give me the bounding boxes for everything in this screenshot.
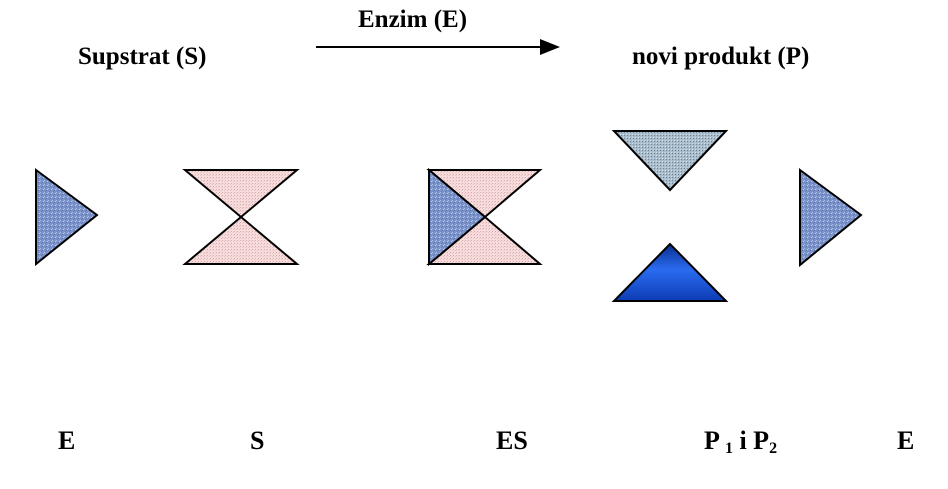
- label-products: P 1 i P2: [704, 426, 777, 458]
- enzyme-right-shape: [799, 168, 863, 268]
- enzyme-left-shape: [35, 168, 99, 267]
- label-products-p: P: [704, 426, 719, 455]
- substrate-shape: [182, 169, 300, 265]
- product-2-shape: [611, 242, 729, 302]
- product-heading: novi produkt (P): [632, 43, 810, 70]
- label-enzyme-left: E: [58, 426, 76, 455]
- product-1-shape: [611, 130, 729, 192]
- enzyme-substrate-complex-shape: [426, 167, 543, 267]
- reaction-arrow: [316, 39, 560, 55]
- label-substrate: S: [250, 426, 265, 455]
- label-products-and: i P: [732, 426, 770, 455]
- label-products-sub2: 2: [769, 440, 778, 457]
- label-enzyme-right: E: [897, 426, 915, 455]
- label-complex: ES: [496, 426, 528, 455]
- substrate-heading: Supstrat (S): [78, 43, 207, 70]
- label-products-sub1: 1: [724, 440, 733, 457]
- enzyme-arrow-label: Enzim (E): [358, 6, 468, 33]
